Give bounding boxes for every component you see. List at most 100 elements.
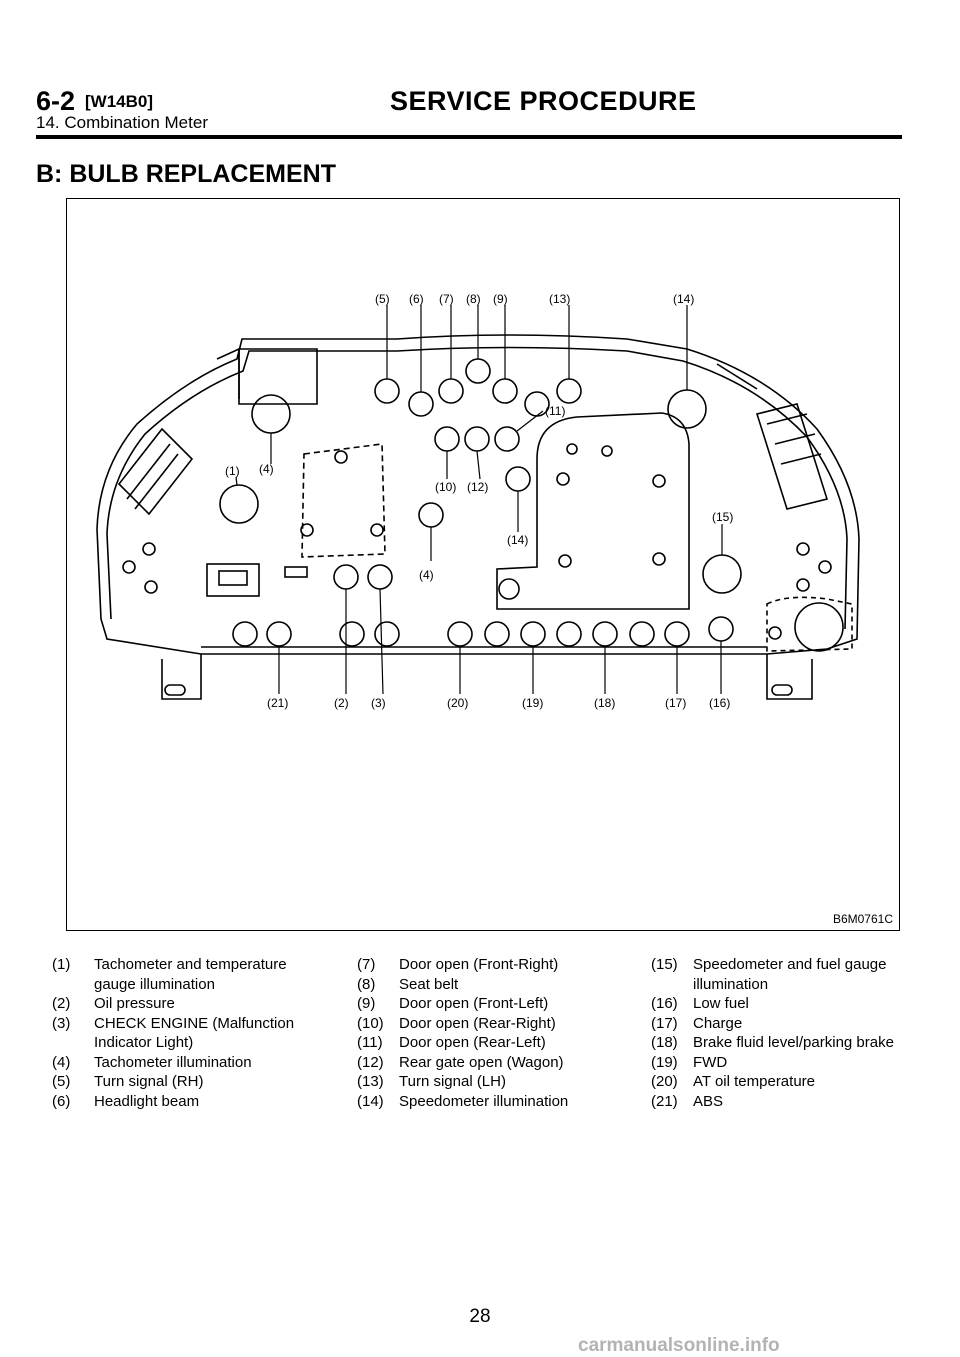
legend-item: (13) Turn signal (LH) (357, 1072, 637, 1092)
header-subtitle: 14. Combination Meter (36, 113, 208, 132)
callout-4-left: (4) (259, 462, 274, 476)
callout-7: (7) (439, 292, 454, 306)
legend-text: Door open (Front-Left) (399, 995, 549, 1012)
legend-item: (12) Rear gate open (Wagon) (357, 1053, 637, 1073)
legend-num: (15) (651, 956, 678, 973)
legend-item: (3) CHECK ENGINE (Malfunction Indicator L… (52, 1014, 332, 1053)
callout-10: (10) (435, 480, 456, 494)
callout-5: (5) (375, 292, 390, 306)
legend-text: Tachometer illumination (94, 1053, 252, 1071)
callout-4-mid: (4) (419, 568, 434, 582)
legend-num: (17) (651, 1014, 678, 1032)
legend-num: (1) (52, 956, 71, 973)
figure-id: B6M0761C (832, 912, 893, 926)
watermark[interactable]: carmanualsonline.info (578, 1335, 780, 1356)
header-title: SERVICE PROCEDURE (390, 86, 697, 116)
legend-num: (2) (52, 995, 71, 1012)
legend-item: (10) Door open (Rear-Right) (357, 1014, 637, 1034)
section-title: B: BULB REPLACEMENT (36, 160, 336, 188)
legend-item: (6) Headlight beam (52, 1092, 332, 1112)
legend-text: Oil pressure (94, 995, 175, 1012)
header-rule (36, 135, 902, 139)
legend-text: CHECK ENGINE (Malfunction Indicator Ligh… (94, 1014, 295, 1052)
legend-text: Speedometer illumination (399, 1092, 569, 1110)
legend-item: (17) Charge (651, 1014, 911, 1034)
page-number: 28 (469, 1306, 491, 1327)
legend-item: (18) Brake fluid level/parking brake (651, 1033, 911, 1053)
legend-item: (9) Door open (Front-Left) (357, 994, 637, 1014)
legend-num: (20) (651, 1073, 678, 1090)
legend-item: (7) Door open (Front-Right) (357, 955, 637, 975)
callout-19: (19) (522, 696, 543, 710)
legend-item: (11) Door open (Rear-Left) (357, 1033, 637, 1053)
legend-text: AT oil temperature (693, 1073, 815, 1090)
legend-column-1: (1) Tachometer and temperature gauge illu… (52, 955, 332, 1111)
legend-text: Door open (Rear-Left) (399, 1034, 546, 1051)
legend-num: (21) (651, 1092, 678, 1110)
callout-14-top: (14) (673, 292, 694, 306)
legend-text: Speedometer and fuel gauge illumination (693, 956, 887, 993)
legend-num: (10) (357, 1014, 384, 1032)
legend-text: Rear gate open (Wagon) (399, 1053, 564, 1071)
legend-item: (21) ABS (651, 1092, 911, 1112)
callout-21: (21) (267, 696, 288, 710)
figure-frame: (5) (6) (7) (8) (9) (13) (14) (11) (1) (… (66, 198, 900, 931)
legend-text: Seat belt (399, 975, 459, 993)
legend-text: Tachometer and temperature gauge illumin… (94, 956, 287, 993)
legend-num: (3) (52, 1014, 71, 1032)
callout-13: (13) (549, 292, 570, 306)
section-number: 6-2 (36, 86, 76, 116)
legend-text: FWD (693, 1053, 728, 1071)
legend-item: (1) Tachometer and temperature gauge illu… (52, 955, 332, 994)
legend-text: ABS (693, 1092, 724, 1110)
callout-16: (16) (709, 696, 730, 710)
legend-item: (16) Low fuel (651, 994, 911, 1014)
legend-num: (8) (357, 975, 376, 993)
callout-15: (15) (712, 510, 733, 524)
callout-14-mid: (14) (507, 533, 528, 547)
section-code: [W14B0] (85, 92, 154, 111)
legend-column-3: (15) Speedometer and fuel gauge illuminat… (651, 955, 911, 1111)
legend-item: (15) Speedometer and fuel gauge illuminat… (651, 955, 911, 994)
legend-text: Brake fluid level/parking brake (693, 1034, 894, 1051)
legend-num: (13) (357, 1073, 384, 1090)
callout-6: (6) (409, 292, 424, 306)
legend-text: Low fuel (693, 995, 749, 1012)
legend-num: (5) (52, 1073, 71, 1090)
legend-num: (18) (651, 1034, 678, 1051)
callout-20: (20) (447, 696, 468, 710)
legend-column-2: (7)Door open (Front-Right) (8)Seat belt … (357, 955, 637, 1111)
legend-num: (7) (357, 956, 376, 973)
callout-12: (12) (467, 480, 488, 494)
legend-num: (16) (651, 995, 678, 1012)
legend-text: Door open (Front-Right) (399, 956, 559, 973)
legend-text: Door open (Rear-Right) (399, 1014, 556, 1032)
legend-num: (4) (52, 1053, 71, 1071)
callout-8: (8) (466, 292, 481, 306)
legend-item: (20) AT oil temperature (651, 1072, 911, 1092)
legend-text: Turn signal (LH) (399, 1073, 506, 1090)
callout-9: (9) (493, 292, 508, 306)
legend-text: Charge (693, 1014, 743, 1032)
callout-17: (17) (665, 696, 686, 710)
callout-2: (2) (334, 696, 349, 710)
callout-18: (18) (594, 696, 615, 710)
legend-item: (4) Tachometer illumination (52, 1053, 332, 1073)
callout-3: (3) (371, 696, 386, 710)
legend-item: (14) Speedometer illumination (357, 1092, 637, 1112)
legend-num: (19) (651, 1053, 678, 1071)
legend-text: Turn signal (RH) (94, 1073, 204, 1090)
combination-meter-diagram: (5) (6) (7) (8) (9) (13) (14) (11) (1) (… (96, 292, 860, 710)
legend-item: (19) FWD (651, 1053, 911, 1073)
callout-11: (11) (545, 404, 565, 418)
legend-text: Headlight beam (94, 1092, 200, 1110)
legend-num: (11) (357, 1034, 383, 1051)
legend-num: (14) (357, 1092, 384, 1110)
legend-num: (12) (357, 1053, 384, 1071)
legend-num: (9) (357, 995, 376, 1012)
legend-num: (6) (52, 1092, 71, 1110)
callout-1: (1) (225, 464, 240, 478)
legend-item: (5) Turn signal (RH) (52, 1072, 332, 1092)
legend-item: (8) Seat belt (357, 975, 637, 995)
legend-item: (2) Oil pressure (52, 994, 332, 1014)
